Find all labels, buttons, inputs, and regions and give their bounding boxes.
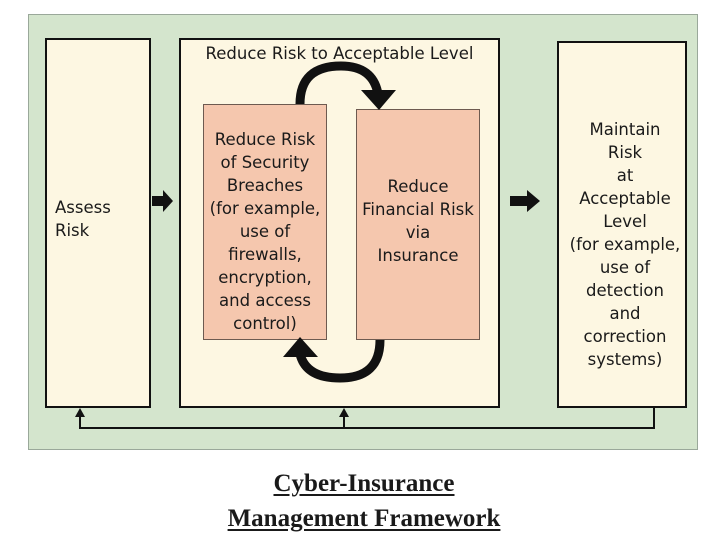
financial-risk-label: Reduce Financial Risk via Insurance: [362, 177, 474, 265]
feedback-arrowhead-reduce: [339, 408, 349, 417]
arrow-reduce-to-maintain: [510, 190, 540, 212]
financial-risk-box: [356, 109, 480, 340]
arrow-assess-to-reduce: [152, 190, 173, 212]
reduce-risk-title: Reduce Risk to Acceptable Level: [205, 44, 474, 63]
cycle-arrow-top: [295, 61, 383, 105]
caption-line-1: Cyber-Insurance: [273, 470, 455, 497]
security-breaches-box: [203, 104, 327, 340]
caption-line-2: Management Framework: [227, 505, 501, 532]
assess-risk-box: [45, 38, 151, 408]
security-breaches-label: Reduce Risk of Security Breaches (for ex…: [209, 130, 321, 333]
maintain-risk-label: Maintain Risk at Acceptable Level (for e…: [569, 120, 681, 369]
feedback-line: [79, 408, 655, 429]
feedback-arrowhead-assess: [75, 408, 85, 417]
assess-risk-label: Assess Risk: [55, 198, 111, 240]
cycle-arrow-bottom: [295, 339, 385, 383]
maintain-risk-box: [557, 41, 687, 408]
